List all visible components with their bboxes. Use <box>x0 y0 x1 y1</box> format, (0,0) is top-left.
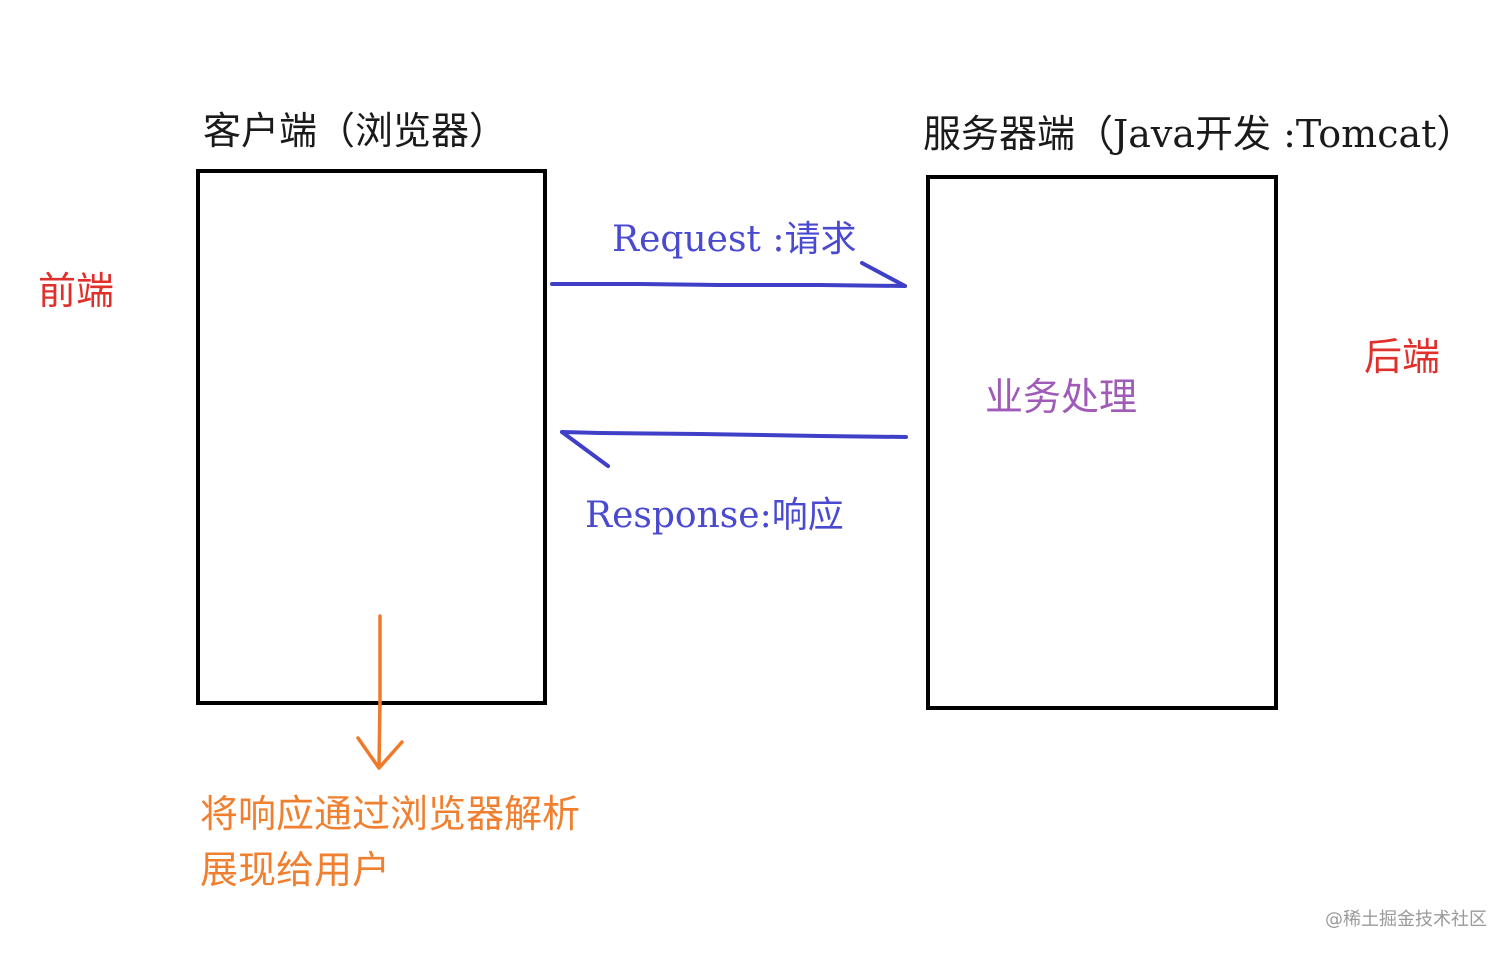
client-box <box>196 169 547 705</box>
request-arrow-head <box>860 261 907 288</box>
frontend-label: 前端 <box>38 269 115 313</box>
request-label: Request :请求 <box>612 219 857 260</box>
response-arrow-head <box>560 430 610 468</box>
render-arrow-head <box>356 736 404 770</box>
server-title: 服务器端（Java开发 :Tomcat） <box>923 112 1475 156</box>
server-box <box>926 175 1278 710</box>
backend-label: 后端 <box>1364 335 1441 379</box>
render-description-line2: 展现给用户 <box>200 848 391 892</box>
request-arrow-shaft <box>550 282 907 288</box>
render-arrow <box>356 614 404 770</box>
business-processing-label: 业务处理 <box>985 375 1138 419</box>
response-arrow <box>560 430 908 468</box>
response-label: Response:响应 <box>585 495 844 536</box>
render-arrow-shaft <box>377 614 382 770</box>
request-arrow <box>550 261 907 288</box>
render-description-line1: 将响应通过浏览器解析 <box>200 792 581 836</box>
watermark: @稀土掘金技术社区 <box>1325 909 1487 930</box>
response-arrow-shaft <box>560 430 908 439</box>
client-title: 客户端（浏览器） <box>203 109 508 153</box>
